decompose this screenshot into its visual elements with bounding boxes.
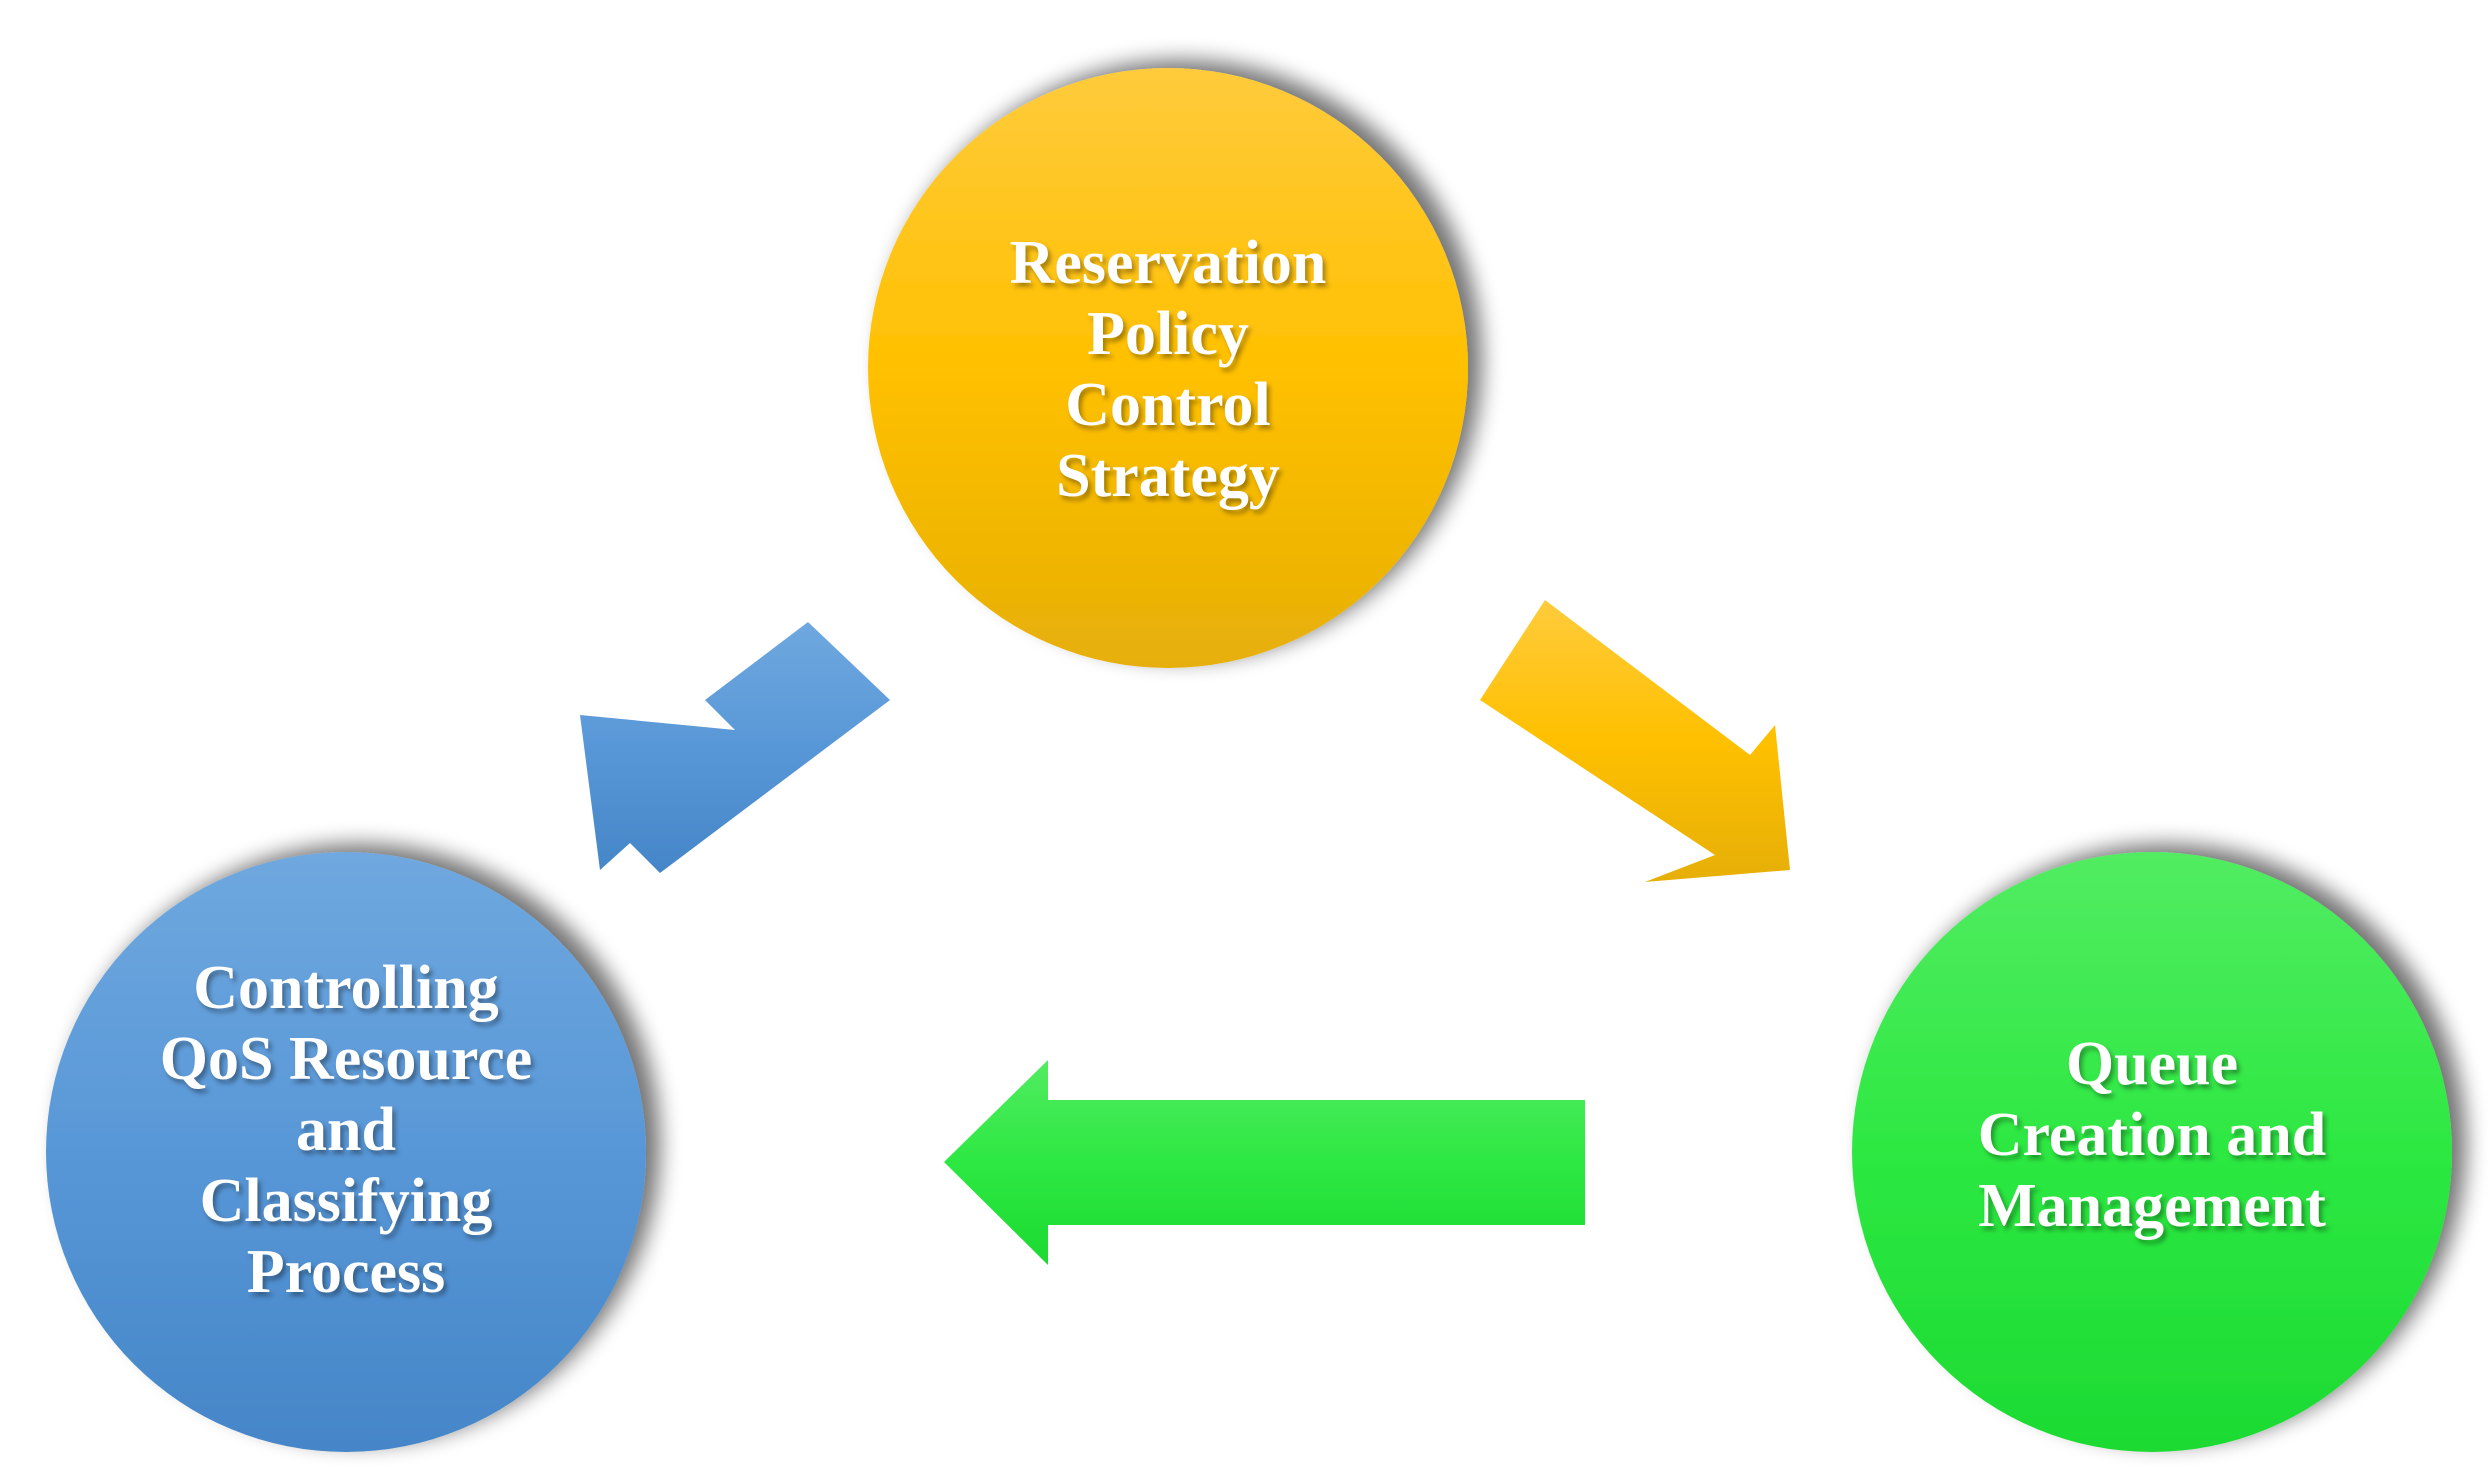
node-left-line-5: Process — [246, 1237, 446, 1306]
node-top-line-4: Strategy — [1056, 442, 1280, 510]
node-right-label: Queue Creation and Management — [1852, 1010, 2452, 1260]
node-right-line-3: Management — [1978, 1171, 2326, 1240]
node-right-line-1: Queue — [2065, 1029, 2239, 1098]
arrow-right-to-left — [944, 1060, 1585, 1265]
node-top-circle — [868, 68, 1468, 668]
node-left-line-2: QoS Resource — [159, 1024, 533, 1093]
arrow-top-to-right — [1480, 600, 1790, 882]
node-left-line-4: Classifying — [199, 1166, 493, 1235]
node-right-line-2: Creation and — [1977, 1100, 2327, 1169]
node-left-circle — [46, 852, 646, 1452]
node-left-label: Controlling QoS Resource and Classifying… — [46, 940, 646, 1320]
node-left-line-3: and — [296, 1095, 396, 1164]
arrow-top-to-left — [580, 622, 890, 873]
node-top-label: Reservation Policy Control Strategy — [868, 220, 1468, 520]
node-right-circle — [1852, 852, 2452, 1452]
node-top-line-2: Policy — [1087, 300, 1249, 368]
node-top-line-1: Reservation — [1009, 229, 1327, 297]
node-left-line-1: Controlling — [193, 953, 499, 1022]
node-top-line-3: Control — [1065, 371, 1271, 439]
